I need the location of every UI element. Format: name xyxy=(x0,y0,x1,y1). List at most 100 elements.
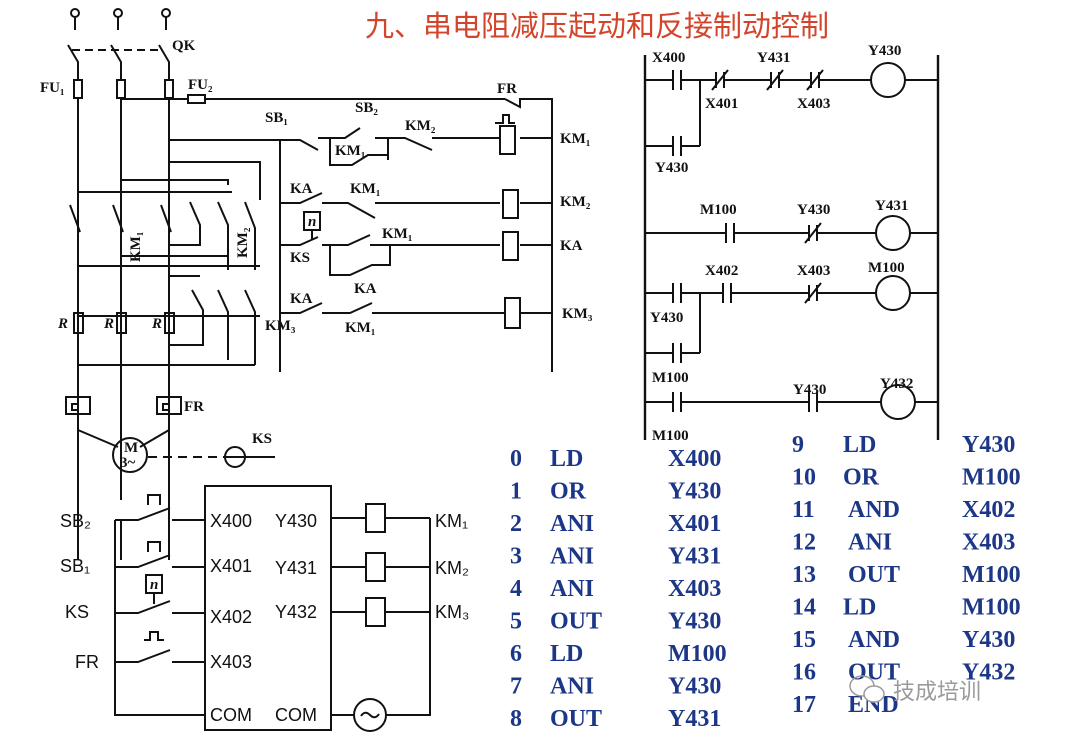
resistor-label-3: R xyxy=(151,316,162,332)
instruction-step: 5 xyxy=(510,609,522,635)
instruction-step: 15 xyxy=(792,627,816,653)
ladder-rung-1: X400 X401 Y431 X403 Y430 Y430 xyxy=(645,43,938,176)
instruction-operand: Y430 xyxy=(668,479,721,505)
instruction-row: 9 LD Y430 xyxy=(792,432,1015,458)
ks-input-label: KS xyxy=(65,602,89,622)
motor: M 3~ KS xyxy=(77,414,275,473)
ladder-x403-label-r3: X403 xyxy=(797,263,830,279)
motor-label: M xyxy=(124,440,138,456)
instruction-op: ANI xyxy=(550,576,594,602)
instruction-op: AND xyxy=(848,627,900,653)
resistor-label-1: R xyxy=(57,316,68,332)
wechat-icon xyxy=(849,675,885,703)
plc-box xyxy=(204,485,332,731)
ladder-y432-coil-label: Y432 xyxy=(880,376,913,392)
power-circuit: QK FU₁ FU₂ KM₁ KM₂ KM₃ R R xyxy=(40,8,505,560)
qk-label: QK xyxy=(172,38,196,54)
instruction-operand: Y430 xyxy=(668,674,721,700)
ladder-m100-branch-label: M100 xyxy=(652,370,689,386)
km1-km2-contacts: KM₁ KM₂ xyxy=(69,161,261,317)
instruction-step: 11 xyxy=(792,497,815,523)
instruction-op: OUT xyxy=(848,660,900,686)
km1-contact-label-row3: KM₁ xyxy=(382,226,412,242)
instruction-operand: Y430 xyxy=(962,627,1015,653)
instruction-op: LD xyxy=(843,432,876,458)
instruction-step: 3 xyxy=(510,544,522,570)
instruction-op: OUT xyxy=(848,562,900,588)
watermark: 技成培训 xyxy=(849,675,981,705)
km2-interlock-label: KM₂ xyxy=(405,118,436,134)
ks-motor-label: KS xyxy=(252,431,272,447)
sb2-label: SB₂ xyxy=(355,100,378,116)
instruction-step: 12 xyxy=(792,530,816,556)
plc-wiring: SB₂ X400 SB₁ X401 n KS X402 FR X403 COM … xyxy=(60,485,469,732)
ladder-x401-label: X401 xyxy=(705,96,738,112)
control-row-km3: KA KA KM₁ KM₃ xyxy=(280,281,593,336)
fu2-fuse: FU₂ xyxy=(121,77,505,104)
instruction-step: 4 xyxy=(510,576,522,602)
input-common-wire xyxy=(114,520,205,716)
ka-contact-label-row4b: KA xyxy=(354,281,377,297)
fu2-label: FU₂ xyxy=(188,77,213,93)
ladder-x400-label: X400 xyxy=(652,50,685,66)
instruction-row: 15 AND Y430 xyxy=(792,627,1015,653)
ladder-rails xyxy=(643,55,940,440)
instruction-op: OUT xyxy=(550,609,602,635)
instruction-operand: Y432 xyxy=(962,660,1015,686)
plc-input-fr: FR X403 xyxy=(75,631,252,672)
com-input-terminal: COM xyxy=(210,705,252,725)
plc-input-sb1: SB₁ X401 xyxy=(60,541,252,576)
x400-terminal: X400 xyxy=(210,511,252,531)
ladder-x402-label: X402 xyxy=(705,263,738,279)
ks-input-symbol: n xyxy=(150,577,158,593)
instruction-operand: X402 xyxy=(962,497,1015,523)
sb2-input-label: SB₂ xyxy=(60,511,91,531)
instruction-operand: Y431 xyxy=(668,706,721,732)
ladder-y431-coil-label: Y431 xyxy=(875,198,908,214)
page-title: 九、串电阻减压起动和反接制动控制 xyxy=(365,9,829,43)
fu1-label: FU₁ xyxy=(40,80,65,96)
supply-terminals xyxy=(70,8,171,30)
instruction-step: 7 xyxy=(510,674,522,700)
instruction-step: 2 xyxy=(510,511,522,537)
fr-input-label: FR xyxy=(75,652,99,672)
ladder-y430-label-r4: Y430 xyxy=(793,382,826,398)
fr-nc-contact: FR xyxy=(495,81,517,124)
ka-coil-label: KA xyxy=(560,238,583,254)
instruction-step: 1 xyxy=(510,479,522,505)
ladder-y430-branch-label: Y430 xyxy=(655,160,688,176)
instruction-op: OUT xyxy=(550,706,602,732)
y432-terminal: Y432 xyxy=(275,602,317,622)
power-lines xyxy=(77,98,170,560)
fr-thermal-label: FR xyxy=(184,399,204,415)
ladder-m100-coil-label: M100 xyxy=(868,260,905,276)
plc-input-sb2: SB₂ X400 xyxy=(60,494,252,531)
ks-contact-label: KS xyxy=(290,250,310,266)
km3-output-coil xyxy=(365,597,386,627)
km1-output-label: KM₁ xyxy=(435,511,468,531)
ladder-rung-2: M100 Y430 Y431 xyxy=(645,198,938,251)
ladder-m100-label-r4: M100 xyxy=(652,428,689,444)
x401-terminal: X401 xyxy=(210,556,252,576)
instruction-operand: Y430 xyxy=(962,432,1015,458)
ks-speed-symbol: n xyxy=(308,214,316,230)
instruction-step: 9 xyxy=(792,432,804,458)
plc-input-ks: n KS X402 xyxy=(65,574,252,627)
km3-coil-label: KM₃ xyxy=(562,306,593,322)
km3-output-label: KM₃ xyxy=(435,602,469,622)
ladder-rung-4: Y430 M100 Y432 xyxy=(645,376,938,444)
instruction-operand: M100 xyxy=(668,641,727,667)
ladder-y430-label-r3: Y430 xyxy=(650,310,683,326)
instruction-operand: X403 xyxy=(962,530,1015,556)
control-row-km2: KA KM₁ KM₂ xyxy=(280,181,591,219)
